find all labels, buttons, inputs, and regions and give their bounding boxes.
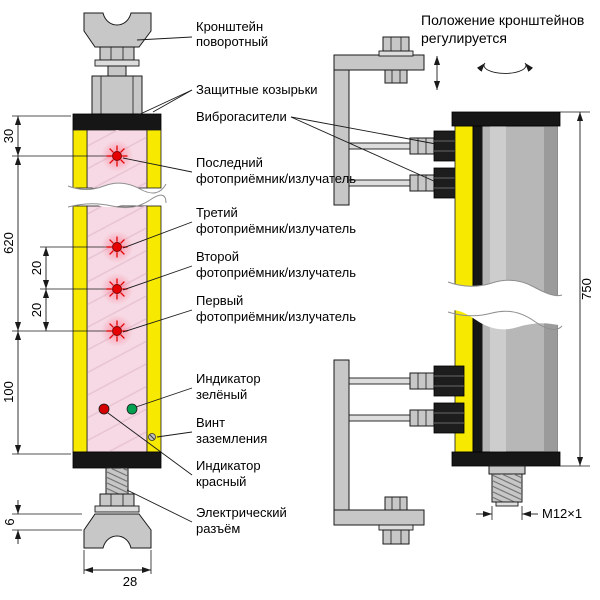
- yellow-rail-left-lower: [72, 205, 88, 453]
- beam-emitter-first: [100, 314, 134, 348]
- leader-green: [135, 387, 193, 408]
- damper-4: [433, 402, 465, 434]
- dim-750: 750: [579, 278, 594, 300]
- label-second-1: Второй: [196, 249, 239, 264]
- label-last-1: Последний: [196, 155, 263, 170]
- label-dampers: Виброгасители: [196, 109, 287, 124]
- note-line2: регулируется: [421, 30, 507, 46]
- leader-third: [122, 221, 193, 249]
- dim-30: 30: [1, 129, 16, 143]
- yellow-rail-right-lower: [146, 205, 162, 453]
- label-ground-1: Винт: [196, 415, 225, 430]
- label-red-2: красный: [196, 474, 246, 489]
- dim-620: 620: [1, 232, 16, 254]
- visor-top-side: [451, 111, 561, 127]
- leader-visors-2: [135, 89, 193, 117]
- dim-thread: М12×1: [542, 506, 582, 521]
- swivel-bracket-top: [83, 12, 152, 115]
- protective-visor-bottom: [72, 451, 162, 469]
- label-green-1: Индикатор: [196, 371, 261, 386]
- protective-visor-top: [72, 113, 162, 131]
- beam-emitter-third: [100, 230, 134, 264]
- yellow-rail-right-upper: [146, 129, 162, 189]
- indicator-red: [98, 403, 110, 415]
- label-ground-2: заземления: [196, 431, 267, 446]
- label-swivel-bracket-1: Кронштейн: [196, 19, 263, 34]
- dim-20a: 20: [29, 261, 44, 275]
- label-third-1: Третий: [196, 205, 238, 220]
- indicator-green: [126, 403, 138, 415]
- rotation-adjust-arrow: [476, 62, 534, 74]
- leader-visors-1: [152, 89, 193, 113]
- label-second-2: фотоприёмник/излучатель: [196, 265, 356, 280]
- leader-last: [122, 157, 193, 173]
- label-first-1: Первый: [196, 293, 243, 308]
- note-line1: Положение кронштейнов: [421, 12, 584, 28]
- beam-emitter-last: [100, 139, 134, 173]
- yellow-rail-left-upper: [72, 129, 88, 189]
- mount-bracket-bottom-side: [333, 359, 425, 545]
- side-view: [333, 36, 563, 545]
- label-third-2: фотоприёмник/излучатель: [196, 221, 356, 236]
- dim-28: 28: [123, 574, 137, 589]
- connector-stud-front: [94, 467, 140, 513]
- label-connector-2: разъём: [196, 521, 240, 536]
- leader-red: [107, 412, 193, 476]
- callouts: Кронштейн поворотный Защитные козырьки В…: [107, 19, 437, 536]
- connector-side: [488, 465, 526, 507]
- label-green-2: зелёный: [196, 387, 247, 402]
- adjustment-note: Положение кронштейнов регулируется: [421, 12, 584, 90]
- label-last-2: фотоприёмник/излучатель: [196, 171, 356, 186]
- leader-connector: [126, 489, 193, 523]
- vibration-dampers-bottom: [348, 365, 465, 434]
- label-first-2: фотоприёмник/излучатель: [196, 309, 356, 324]
- label-swivel-bracket-2: поворотный: [196, 34, 268, 49]
- label-connector-1: Электрический: [196, 505, 287, 520]
- leader-bracket: [136, 36, 193, 41]
- body-break-front: [67, 182, 167, 208]
- leader-ground: [156, 431, 193, 438]
- beams-and-indicators: [98, 139, 156, 441]
- label-red-1: Индикатор: [196, 458, 261, 473]
- beam-emitter-second: [100, 272, 134, 306]
- leader-dampers-2: [290, 116, 437, 183]
- label-visors: Защитные козырьки: [196, 82, 318, 97]
- visor-bottom-side: [451, 451, 561, 467]
- dim-6: 6: [2, 518, 17, 525]
- mount-bracket-top-side: [333, 36, 425, 206]
- dim-100: 100: [1, 381, 16, 403]
- damper-3: [433, 365, 465, 397]
- leader-first: [122, 309, 193, 333]
- dim-20b: 20: [29, 303, 44, 317]
- leader-second: [122, 265, 193, 291]
- body-break-side: [447, 279, 563, 331]
- swivel-bracket-bottom: [83, 513, 152, 549]
- ground-screw: [148, 433, 156, 441]
- leader-dampers-1: [290, 116, 437, 145]
- dimensions: 30 620 100 20 20 6 28 750 М12×1: [1, 111, 594, 589]
